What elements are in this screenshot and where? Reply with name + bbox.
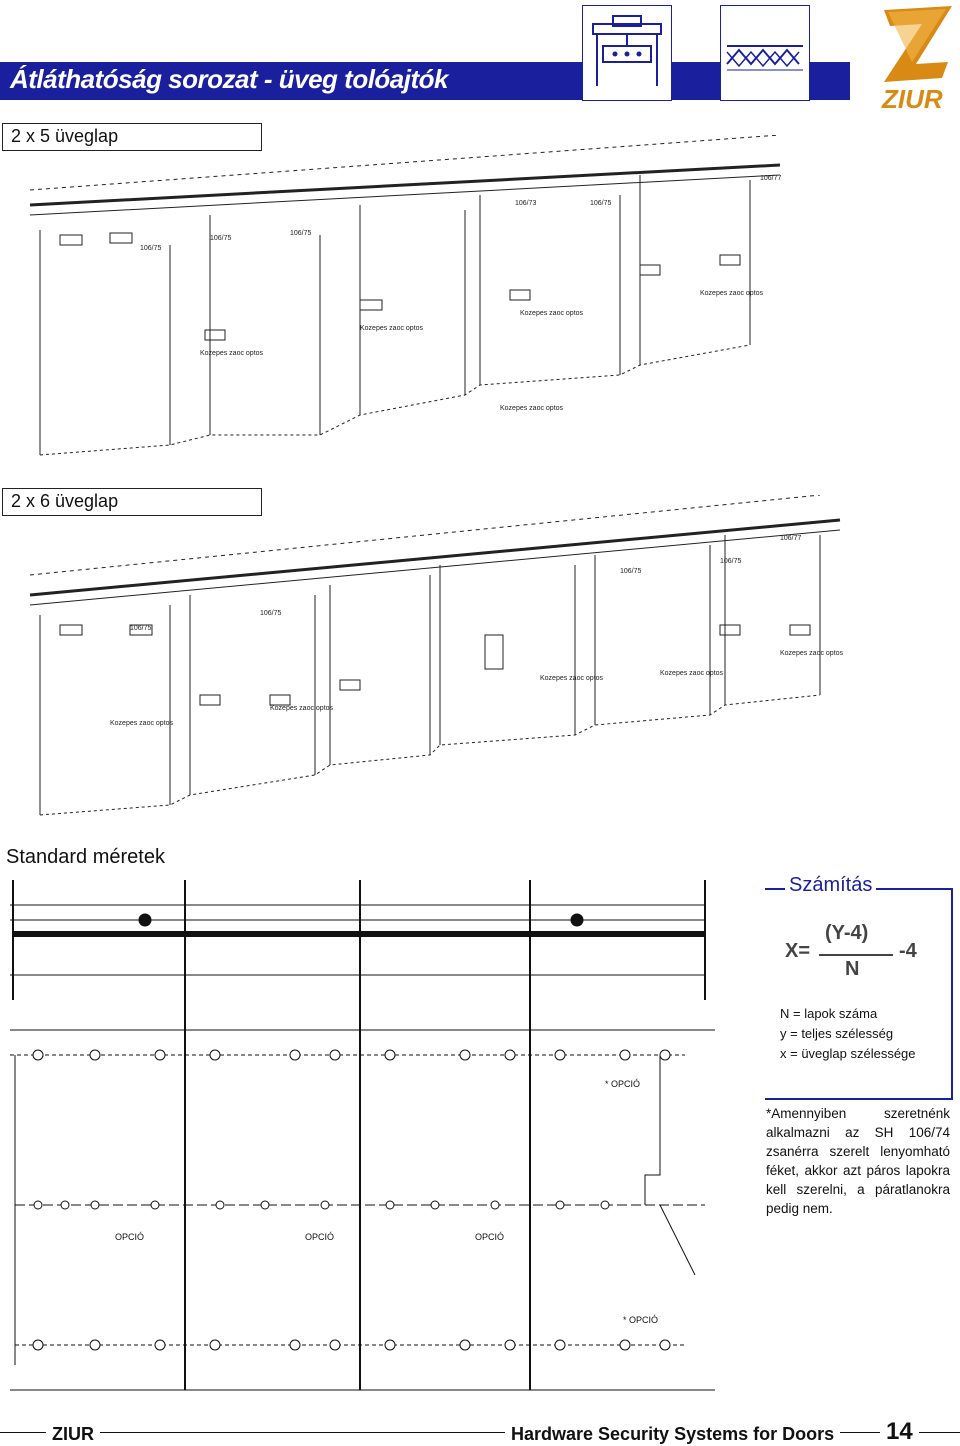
svg-text:106/75: 106/75 [290,230,312,237]
title-bar [0,62,578,100]
footer-brand: ZIUR [46,1424,100,1445]
svg-text:Kozepes zaoc optos: Kozepes zaoc optos [660,670,724,677]
svg-text:Kozepes zaoc optos: Kozepes zaoc optos [500,405,564,412]
svg-text:ZIUR: ZIUR [881,84,943,112]
svg-text:106/75: 106/75 [720,558,742,565]
section-heading-standard: Standard méretek [6,846,165,868]
svg-text:Kozepes zaoc optos: Kozepes zaoc optos [700,290,764,297]
opcio-star-label-bottom: * OPCIÓ [623,1315,658,1325]
calculation-title: Számítás [785,874,877,897]
opcio-label-2: OPCIÓ [305,1232,334,1242]
drawing-2x5-doors: 106/75 106/75 106/75 106/73 106/75 106/77 Ko… [20,134,800,475]
drawing-2x6-doors: 106/75 106/75 106/75 106/75 106/77 Kozepes … [20,494,850,825]
drawing-standard-dimensions: * OPCIÓ OPCIÓ OPCIÓ OPCIÓ * OPCIÓ [5,875,720,1405]
opcio-label-3: OPCIÓ [475,1232,504,1242]
svg-text:106/75: 106/75 [210,235,232,242]
formula: X= (Y-4) N -4 [785,922,935,984]
svg-text:106/73: 106/73 [515,200,537,207]
ziur-logo: ZIUR [876,4,960,114]
svg-text:106/75: 106/75 [620,568,642,575]
formula-fraction-bar [819,954,893,956]
opcio-label-1: OPCIÓ [115,1232,144,1242]
svg-text:Kozepes zaoc optos: Kozepes zaoc optos [270,705,334,712]
legend-y: y = teljes szélesség [780,1026,894,1041]
formula-denominator: N [845,958,860,980]
formula-numerator: (Y-4) [825,922,869,944]
svg-text:106/77: 106/77 [760,175,782,182]
svg-text:Kozepes zaoc optos: Kozepes zaoc optos [110,720,174,727]
svg-text:106/75: 106/75 [130,625,152,632]
formula-x: X= [785,940,811,962]
page-number: 14 [880,1418,919,1446]
section-label-2x6: 2 x 6 üveglap [2,488,262,516]
footer-rule [0,1432,960,1433]
svg-text:106/77: 106/77 [780,535,802,542]
svg-text:Kozepes zaoc optos: Kozepes zaoc optos [540,675,604,682]
formula-tail: -4 [899,940,917,962]
calculation-box [765,888,953,1100]
svg-text:106/75: 106/75 [140,245,162,252]
footer-tagline: Hardware Security Systems for Doors [505,1424,841,1445]
page-title: Átláthatóság sorozat - üveg tolóajtók [10,64,449,94]
svg-text:Kozepes zaoc optos: Kozepes zaoc optos [780,650,844,657]
svg-text:106/75: 106/75 [260,610,282,617]
legend-n: N = lapok száma [780,1006,878,1021]
svg-text:Kozepes zaoc optos: Kozepes zaoc optos [200,350,264,357]
svg-text:106/75: 106/75 [590,200,612,207]
folding-door-icon [720,5,810,101]
legend-x: x = üveglap szélessége [780,1046,916,1061]
brake-note: *Amennyiben szeretnénk alkalmazni az SH … [766,1106,950,1216]
svg-text:Kozepes zaoc optos: Kozepes zaoc optos [360,325,424,332]
calc-legend: N = lapok száma y = teljes szélesség x =… [780,1004,916,1064]
hinge-detail-icon [582,5,672,101]
section-label-2x5: 2 x 5 üveglap [2,123,262,151]
svg-text:Kozepes zaoc optos: Kozepes zaoc optos [520,310,584,317]
opcio-star-label-top: * OPCIÓ [605,1079,640,1089]
